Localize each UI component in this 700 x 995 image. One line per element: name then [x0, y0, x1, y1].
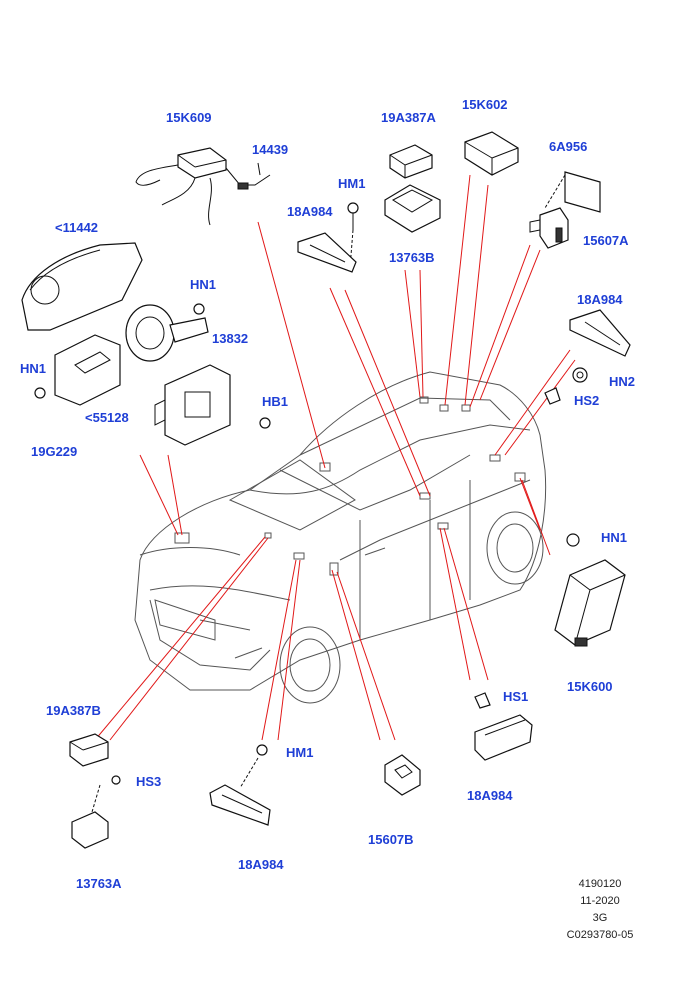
part-HN2-nut — [572, 367, 588, 383]
callout-18A984-bottom-right[interactable]: 18A984 — [467, 788, 513, 803]
vehicle-outline — [134, 371, 547, 704]
callout-18A984-top[interactable]: 18A984 — [287, 204, 333, 219]
callout-13832[interactable]: 13832 — [212, 331, 249, 346]
part-HM1-clip-bottom — [239, 744, 268, 789]
part-HS2-screw — [544, 387, 561, 405]
callout-55128[interactable]: <55128 — [85, 410, 129, 425]
part-15K602 — [464, 131, 519, 176]
callout-11442[interactable]: <11442 — [55, 220, 99, 235]
part-18A984-bottom — [209, 784, 271, 826]
callout-HM1-bottom[interactable]: HM1 — [286, 745, 314, 760]
part-13763A — [71, 775, 121, 849]
callout-13763A[interactable]: 13763A — [76, 876, 122, 891]
callout-HB1[interactable]: HB1 — [262, 394, 289, 409]
reference-id: C0293780-05 — [566, 929, 634, 941]
part-19A387A — [389, 144, 433, 179]
callout-15607B[interactable]: 15607B — [368, 832, 414, 847]
callout-HN1-mid[interactable]: HN1 — [190, 277, 217, 292]
callout-13763B[interactable]: 13763B — [389, 250, 435, 265]
callout-15K602[interactable]: 15K602 — [462, 97, 508, 112]
callout-HN2[interactable]: HN2 — [609, 374, 636, 389]
part-19G229 — [34, 334, 121, 406]
callout-HN1-right[interactable]: HN1 — [601, 530, 628, 545]
part-11442 — [21, 242, 143, 331]
part-15607B — [384, 754, 421, 796]
part-19A387B — [69, 733, 109, 767]
part-6A956 — [529, 171, 601, 249]
callout-19G229[interactable]: 19G229 — [31, 444, 78, 459]
callout-HS2[interactable]: HS2 — [574, 393, 600, 408]
callout-15607A[interactable]: 15607A — [583, 233, 629, 248]
part-13763B — [384, 184, 441, 233]
reference-date: 11-2020 — [580, 895, 620, 907]
part-HS1-screw — [474, 692, 491, 709]
callout-HM1-top[interactable]: HM1 — [338, 176, 366, 191]
part-13832 — [125, 303, 209, 362]
callout-15K600[interactable]: 15K600 — [567, 679, 613, 694]
part-18A984-bottom-right — [474, 714, 533, 761]
drawing-reference: 4190120 11-2020 3G C0293780-05 — [520, 876, 680, 944]
part-15K609 — [135, 147, 271, 226]
callout-14439[interactable]: 14439 — [252, 142, 289, 157]
callout-19A387B[interactable]: 19A387B — [46, 703, 101, 718]
callout-15K609[interactable]: 15K609 — [166, 110, 212, 125]
callout-6A956[interactable]: 6A956 — [549, 139, 588, 154]
callout-18A984-right[interactable]: 18A984 — [577, 292, 623, 307]
callout-18A984-bottom[interactable]: 18A984 — [238, 857, 284, 872]
callout-HS1[interactable]: HS1 — [503, 689, 529, 704]
part-15K600 — [554, 533, 626, 647]
callout-HN1-left[interactable]: HN1 — [20, 361, 47, 376]
leader-lines — [94, 174, 576, 741]
reference-number: 4190120 — [578, 878, 622, 890]
reference-code: 3G — [592, 912, 608, 924]
part-18A984-top — [297, 232, 357, 273]
callout-19A387A[interactable]: 19A387A — [381, 110, 436, 125]
part-55128 — [154, 364, 271, 446]
callout-HS3[interactable]: HS3 — [136, 774, 162, 789]
part-18A984-right — [569, 309, 631, 357]
